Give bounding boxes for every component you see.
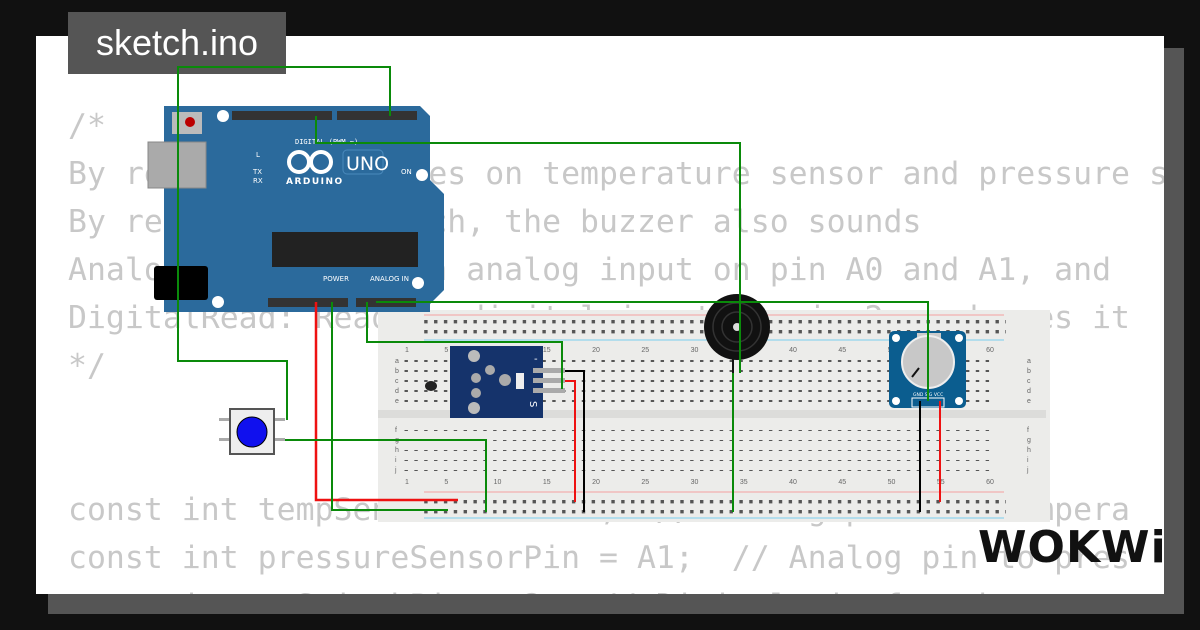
column-label: 15 <box>543 347 551 354</box>
hole-row <box>403 358 995 362</box>
column-label: 1 <box>405 479 409 486</box>
column-label: 30 <box>691 479 699 486</box>
wokwi-logo: WOKWi <box>978 522 1167 573</box>
row-label: a <box>1027 358 1031 365</box>
arduino-uno[interactable]: DIGITAL (PWM ~) UNO ARDUINO L TX RX ON P… <box>147 106 444 312</box>
row-label: e <box>395 398 399 405</box>
hole-row <box>403 427 995 431</box>
file-tab[interactable]: sketch.ino <box>68 12 286 74</box>
column-label: 15 <box>543 479 551 486</box>
code-line: /* <box>68 108 106 144</box>
push-button[interactable] <box>219 408 285 455</box>
row-label: i <box>1027 457 1029 464</box>
sensor-minus-label: - <box>534 354 538 365</box>
row-label: f <box>395 427 397 434</box>
wire-a1-pot <box>376 301 929 401</box>
column-label: 35 <box>740 479 748 486</box>
row-label: g <box>1027 437 1031 444</box>
wire-a0-sensor <box>366 302 563 389</box>
row-label: b <box>1027 368 1031 375</box>
column-label: 20 <box>592 347 600 354</box>
power-label: POWER <box>323 275 349 283</box>
column-label: 40 <box>789 479 797 486</box>
row-label: f <box>1027 427 1029 434</box>
hole-row <box>403 368 995 372</box>
hole-row <box>403 378 995 382</box>
power-header <box>268 298 348 307</box>
power-jack <box>154 266 208 300</box>
column-label: 40 <box>789 347 797 354</box>
wire-pin9-buzzer <box>315 116 741 373</box>
column-label: 5 <box>444 347 448 354</box>
hole-row <box>403 447 995 451</box>
hole-row <box>403 398 995 402</box>
brand-label: ARDUINO <box>286 177 344 187</box>
column-label: 25 <box>641 479 649 486</box>
row-label: j <box>1026 467 1029 474</box>
row-label: e <box>1027 398 1031 405</box>
column-label: 30 <box>691 347 699 354</box>
analog-label: ANALOG IN <box>370 275 409 283</box>
column-label: 1 <box>405 347 409 354</box>
wire-sensor-vcc <box>565 380 576 502</box>
row-label: h <box>1027 447 1031 454</box>
l-led-label: L <box>256 151 260 159</box>
wires <box>177 66 941 512</box>
column-label: 50 <box>888 479 896 486</box>
column-label: 25 <box>641 347 649 354</box>
temperature-sensor-module[interactable]: S - <box>425 346 565 418</box>
tx-led-label: TX <box>252 168 262 176</box>
hole-row <box>403 457 995 461</box>
code-line: const int pressureSensorPin = A1; // Ana… <box>68 540 1131 576</box>
row-label: h <box>395 447 399 454</box>
row-label: c <box>395 378 399 385</box>
code-line: */ <box>68 348 106 384</box>
column-label: 45 <box>838 347 846 354</box>
rx-led-label: RX <box>253 177 263 185</box>
wire-gnd <box>331 302 448 511</box>
row-label: d <box>1027 388 1031 395</box>
digital-header-1 <box>232 111 332 120</box>
hole-row <box>403 467 995 471</box>
row-label: b <box>395 368 399 375</box>
row-label: j <box>394 467 397 474</box>
model-label: UNO <box>346 153 389 175</box>
row-label: c <box>1027 378 1031 385</box>
row-label: a <box>395 358 399 365</box>
thermistor <box>425 381 437 391</box>
arduino-logo-icon <box>287 150 333 174</box>
row-label: i <box>395 457 397 464</box>
code-line: const int swSwitchPin = 2; // Digital pi… <box>68 582 1164 594</box>
on-led-label: ON <box>401 168 412 176</box>
wire-button-gnd <box>285 439 487 512</box>
wire-5v <box>314 302 458 502</box>
column-label: 60 <box>986 347 994 354</box>
wire-sensor-gnd <box>565 370 585 512</box>
column-label: 45 <box>838 479 846 486</box>
wire-pin2-button <box>177 66 391 420</box>
column-label: 60 <box>986 479 994 486</box>
hole-row <box>403 437 995 441</box>
sensor-s-label: S <box>527 401 538 407</box>
column-label: 10 <box>494 479 502 486</box>
column-label: 20 <box>592 479 600 486</box>
digital-header-2 <box>337 111 417 120</box>
hole-row <box>403 388 995 392</box>
mcu-chip <box>272 232 418 267</box>
row-label: d <box>395 388 399 395</box>
column-label: 5 <box>444 479 448 486</box>
